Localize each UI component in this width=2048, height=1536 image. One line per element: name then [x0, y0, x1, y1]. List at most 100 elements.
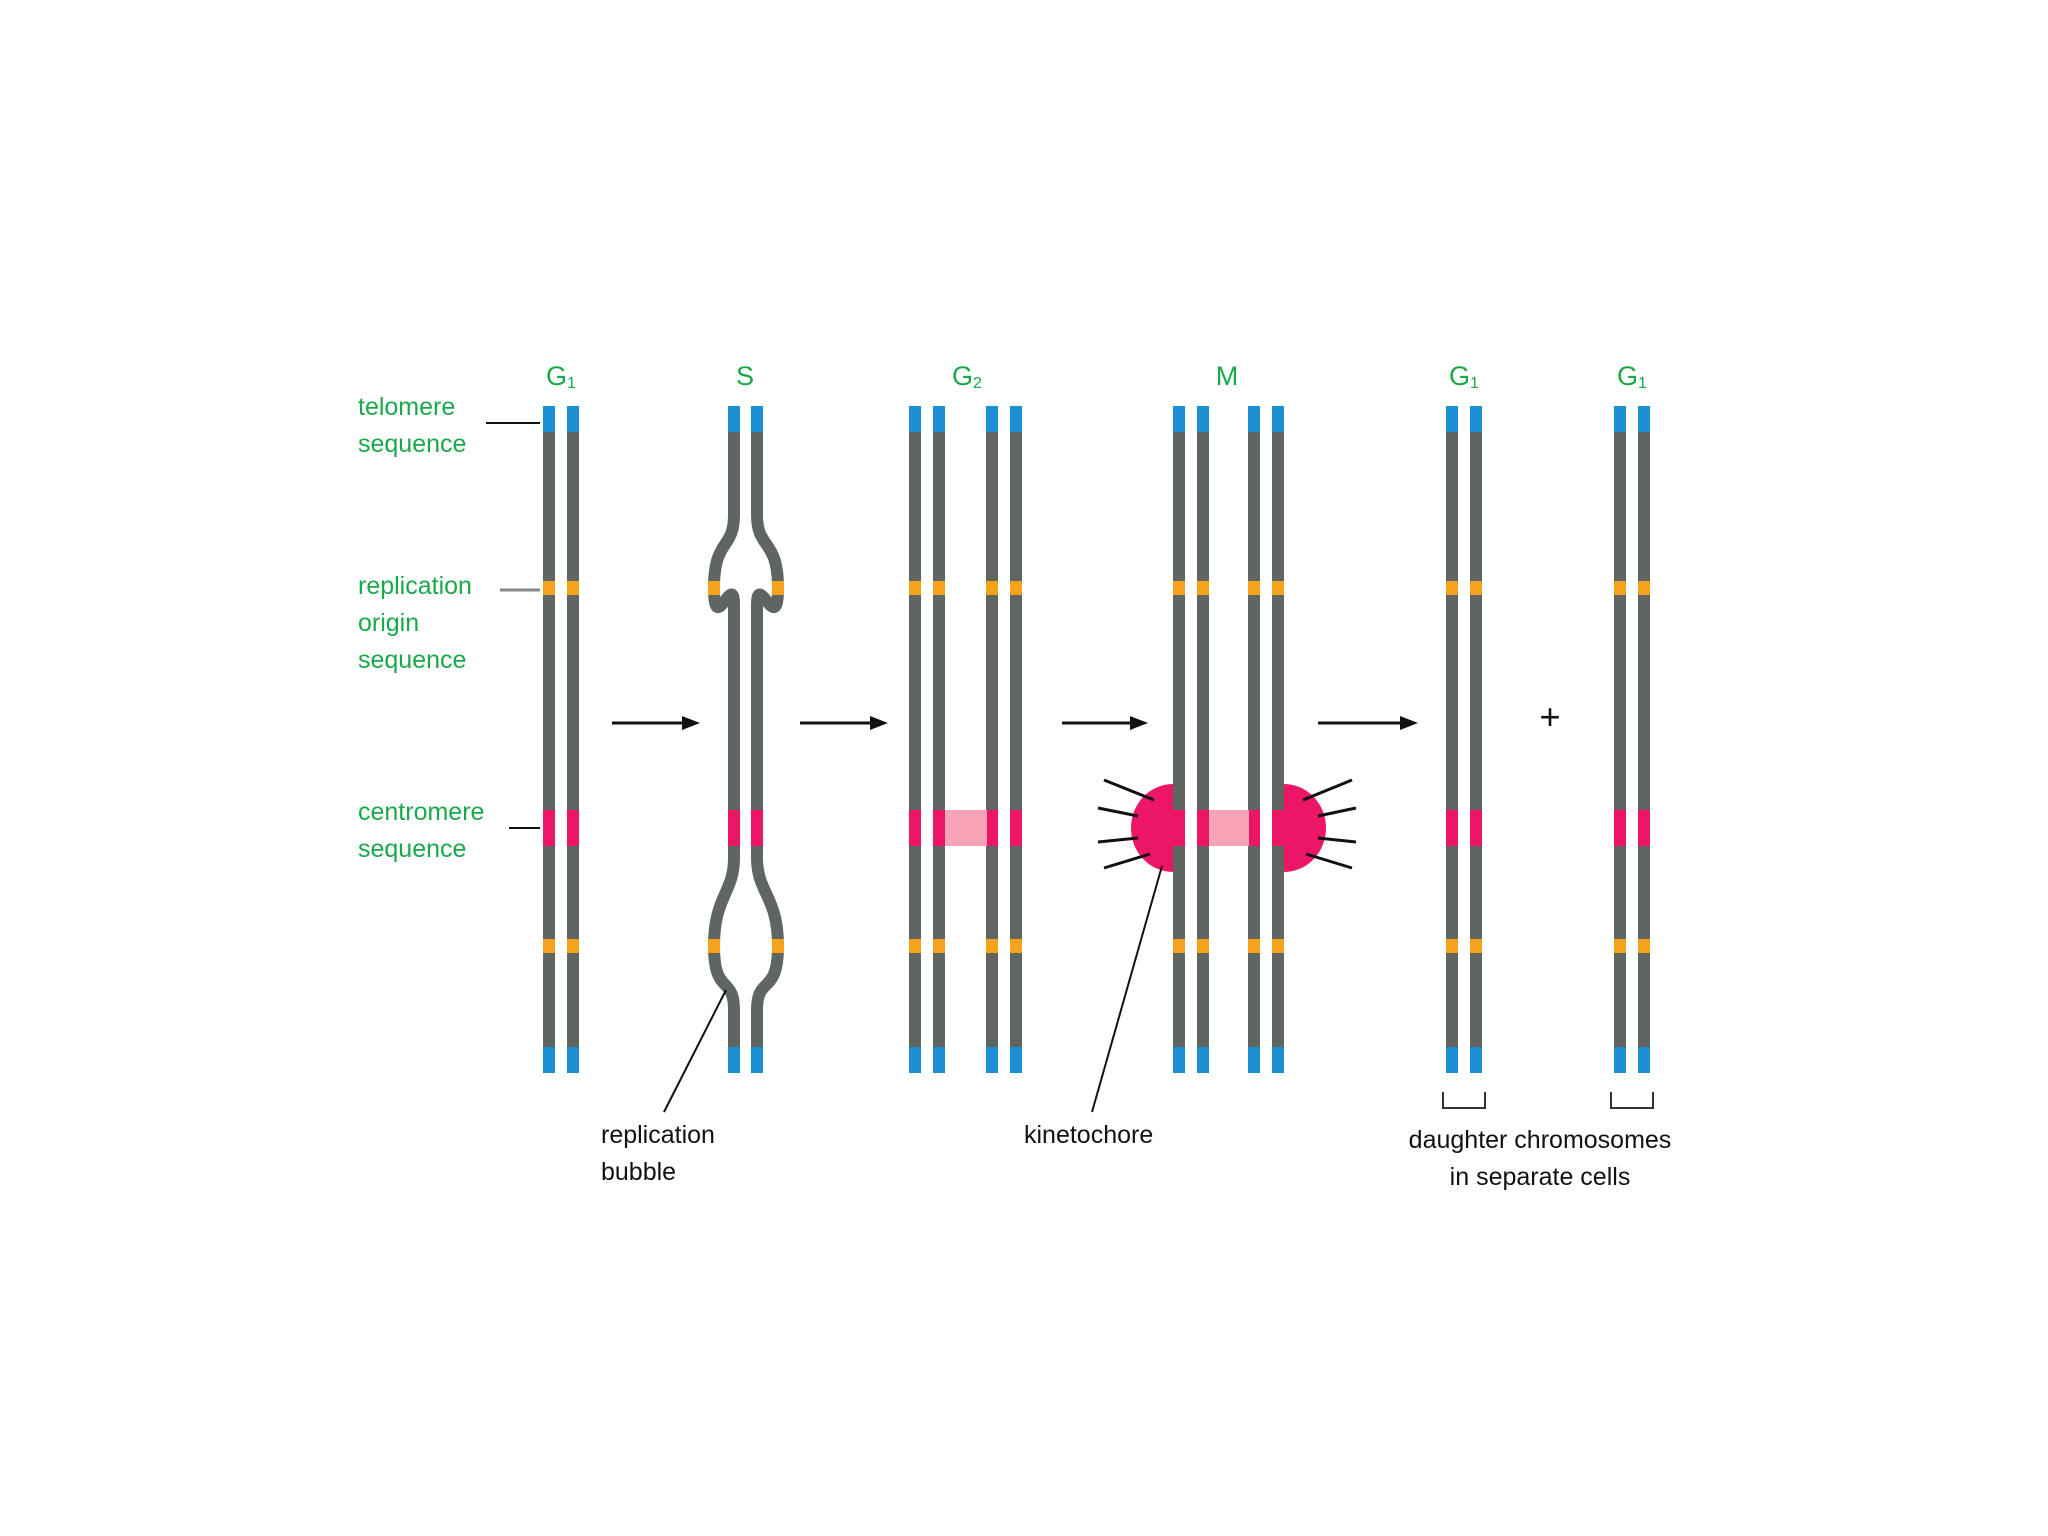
replication-origin-label: replication origin sequence	[358, 572, 472, 674]
daughter-bracket	[1610, 1092, 1654, 1109]
spindle-fiber	[1317, 806, 1357, 818]
centromere-band	[1614, 810, 1626, 846]
telomere-band	[986, 1047, 998, 1073]
m-chromatid-left-strand-a	[1173, 406, 1185, 1073]
origin-band	[1248, 939, 1260, 953]
progression-arrow-head	[1400, 716, 1418, 730]
phase-label-g1-daughter-right: G1	[1617, 361, 1647, 393]
origin-band	[1272, 581, 1284, 595]
phase-subscript: 1	[1470, 375, 1479, 392]
spindle-fiber	[1302, 778, 1353, 802]
telomere-band	[1614, 1047, 1626, 1073]
telomere-label: telomere sequence	[358, 393, 467, 458]
origin-band	[1470, 939, 1482, 953]
origin-band	[543, 939, 555, 953]
centromere-band	[909, 810, 921, 846]
centromere-band	[1638, 810, 1650, 846]
spindle-fiber	[1103, 852, 1151, 870]
telomere-band	[1272, 1047, 1284, 1073]
telomere-band	[543, 1047, 555, 1073]
spindle-fiber	[1103, 778, 1155, 802]
centromere-label: centromere sequence	[358, 798, 485, 863]
s-strand-a	[728, 605, 740, 858]
origin-band	[1248, 581, 1260, 595]
s-strand-b	[751, 605, 763, 858]
g2-chromatid-right-strand-a	[986, 406, 998, 1073]
phase-subscript: 1	[1638, 375, 1647, 392]
telomere-band	[1272, 406, 1284, 432]
telomere-band	[1446, 406, 1458, 432]
centromere-band	[1272, 810, 1284, 846]
centromere-band	[1010, 810, 1022, 846]
telomere-band	[751, 406, 763, 432]
origin-band	[986, 581, 998, 595]
spindle-fiber	[1317, 836, 1357, 844]
plus-sign: +	[1539, 696, 1561, 737]
centromere-band	[543, 810, 555, 846]
origin-band	[1272, 939, 1284, 953]
telomere-band	[1470, 406, 1482, 432]
origin-band	[986, 939, 998, 953]
s-strand-a	[728, 406, 740, 515]
g2-chromatid-left-strand-a	[909, 406, 921, 1073]
replication-bubble-arc	[707, 857, 740, 1011]
progression-arrow-head	[870, 716, 888, 730]
telomere-band	[1010, 406, 1022, 432]
phase-label-g1: G1	[546, 361, 576, 393]
origin-band	[1173, 939, 1185, 953]
centromere-band	[728, 810, 740, 846]
origin-band	[772, 939, 784, 953]
centromere-band	[933, 810, 945, 846]
origin-band	[1614, 581, 1626, 595]
g1-chromosome-strand-a	[543, 406, 555, 1073]
origin-band	[1010, 581, 1022, 595]
centromere-band	[986, 810, 998, 846]
origin-band	[1010, 939, 1022, 953]
origin-band	[1173, 581, 1185, 595]
origin-band	[1638, 581, 1650, 595]
annotation-layer	[486, 422, 1654, 1113]
phase-letter: G	[1617, 361, 1639, 391]
telomere-band	[1197, 1047, 1209, 1073]
telomere-band	[543, 406, 555, 432]
daughter-chromosomes-label: daughter chromosomes in separate cells	[1408, 1126, 1672, 1191]
telomere-band	[1173, 406, 1185, 432]
progression-arrow-head	[1130, 716, 1148, 730]
telomere-band	[1614, 406, 1626, 432]
phase-letter: G	[1449, 361, 1471, 391]
centromere-band	[1446, 810, 1458, 846]
kinetochore-label: kinetochore	[1024, 1121, 1154, 1149]
origin-band	[1446, 581, 1458, 595]
telomere-band	[1010, 1047, 1022, 1073]
origin-band	[772, 581, 784, 595]
centromere-band	[1248, 810, 1260, 846]
telomere-band	[567, 406, 579, 432]
m-chromatid-right-strand-a	[1248, 406, 1260, 1073]
telomere-band	[1248, 1047, 1260, 1073]
origin-band	[1446, 939, 1458, 953]
spindle-fiber	[1097, 836, 1139, 844]
telomere-band	[1446, 1047, 1458, 1073]
origin-band	[909, 939, 921, 953]
telomere-band	[728, 1047, 740, 1073]
telomere-band	[1638, 1047, 1650, 1073]
phase-label-m: M	[1216, 361, 1239, 392]
progression-arrow-head	[682, 716, 700, 730]
phase-letter: G	[952, 361, 974, 391]
origin-band	[1614, 939, 1626, 953]
phase-subscript: 2	[973, 375, 982, 392]
origin-band	[567, 939, 579, 953]
telomere-band	[1173, 1047, 1185, 1073]
kinetochore-leader-line	[1091, 865, 1163, 1113]
m-chromatid-right-strand-b	[1272, 406, 1284, 1073]
g1-chromosome-strand-b	[567, 406, 579, 1073]
cohesion-region	[945, 810, 987, 846]
phase-label-g1-daughter-left: G1	[1449, 361, 1479, 393]
telomere-band	[909, 1047, 921, 1073]
centromere-band	[1197, 810, 1209, 846]
origin-band	[708, 581, 720, 595]
telomere-band	[986, 406, 998, 432]
origin-band	[567, 581, 579, 595]
s-strand-b	[751, 406, 763, 515]
